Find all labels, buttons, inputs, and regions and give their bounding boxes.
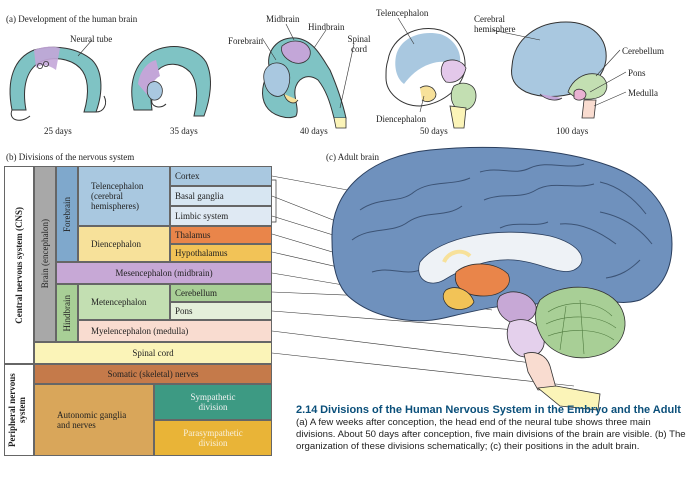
- embryo-25-days: [9, 46, 107, 121]
- cns-bar: Central nervous system (CNS): [4, 166, 34, 364]
- myelencephalon-cell: Myelencephalon (medulla): [78, 320, 272, 342]
- embryo-50-days: [385, 28, 477, 129]
- somatic-nerves-cell: Somatic (skeletal) nerves: [34, 364, 272, 384]
- cerebellum-cell: Cerebellum: [170, 284, 272, 302]
- limbic-system-cell: Limbic system: [170, 206, 272, 226]
- caption-body: (a) A few weeks after conception, the he…: [296, 417, 686, 452]
- thalamus-cell: Thalamus: [170, 226, 272, 244]
- basal-ganglia-cell: Basal ganglia: [170, 186, 272, 206]
- pons-cell: Pons: [170, 302, 272, 320]
- fetus-100-days: [511, 21, 608, 119]
- embryo-drawings: [9, 17, 627, 129]
- diencephalon-cell: Diencephalon: [78, 226, 170, 262]
- telencephalon-cell: Telencephalon (cerebral hemispheres): [78, 166, 170, 226]
- embryo-35-days: [131, 46, 211, 117]
- caption-number: 2.14: [296, 404, 318, 416]
- stage-age-50: 50 days: [420, 126, 448, 136]
- forebrain-bar: Forebrain: [56, 166, 78, 262]
- panel-c-heading: (c) Adult brain: [326, 152, 379, 162]
- label-hindbrain: Hindbrain: [308, 22, 345, 32]
- leader-lines-panel-a: [77, 17, 627, 113]
- embryo-40-days: [262, 37, 347, 129]
- label-neural-tube: Neural tube: [70, 34, 113, 44]
- pns-bar: Peripheral nervous system: [4, 364, 34, 456]
- label-telencephalon: Telencephalon: [376, 8, 429, 18]
- figure-caption: 2.14 Divisions of the Human Nervous Syst…: [296, 404, 688, 453]
- label-diencephalon: Diencephalon: [376, 114, 426, 124]
- stage-age-100: 100 days: [556, 126, 589, 136]
- stage-age-35: 35 days: [170, 126, 198, 136]
- hindbrain-bar: Hindbrain: [56, 284, 78, 342]
- panel-b-heading: (b) Divisions of the nervous system: [6, 152, 135, 162]
- cortex-cell: Cortex: [170, 166, 272, 186]
- sympathetic-cell: Sympathetic division: [154, 384, 272, 420]
- brain-bar: Brain (encephalon): [34, 166, 56, 342]
- mesencephalon-cell: Mesencephalon (midbrain): [56, 262, 272, 284]
- metencephalon-cell: Metencephalon: [78, 284, 170, 320]
- stage-age-40: 40 days: [300, 126, 328, 136]
- caption-title: Divisions of the Human Nervous System in…: [320, 404, 681, 416]
- parasympathetic-cell: Parasympathetic division: [154, 420, 272, 456]
- label-midbrain: Midbrain: [266, 14, 300, 24]
- label-forebrain: Forebrain: [228, 36, 263, 46]
- label-cerebellum: Cerebellum: [622, 46, 664, 56]
- spinal-cord-cell: Spinal cord: [34, 342, 272, 364]
- label-medulla: Medulla: [628, 88, 658, 98]
- autonomic-cell: Autonomic ganglia and nerves: [34, 384, 154, 456]
- hypothalamus-cell: Hypothalamus: [170, 244, 272, 262]
- stage-age-25: 25 days: [44, 126, 72, 136]
- label-cerebral-hemisphere: Cerebral hemisphere: [474, 14, 516, 34]
- panel-a-heading: (a) Development of the human brain: [6, 14, 138, 24]
- label-spinal-cord: Spinal cord: [347, 34, 371, 54]
- divisions-table: Central nervous system (CNS) Brain (ence…: [4, 166, 278, 456]
- label-pons: Pons: [628, 68, 646, 78]
